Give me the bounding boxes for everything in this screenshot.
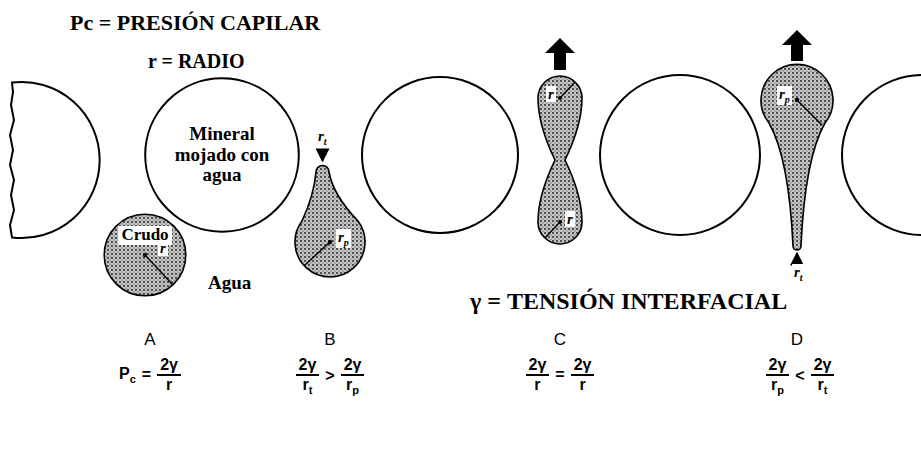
grain-partial — [842, 75, 921, 235]
formula-symbol: r — [346, 376, 352, 393]
radius-symbol: r — [794, 264, 800, 280]
fraction-numerator: 2γ — [811, 356, 835, 374]
fraction-bar — [341, 374, 365, 376]
formula-subscript: p — [352, 384, 359, 396]
leader-arrow — [796, 253, 798, 263]
center-dot — [558, 220, 562, 224]
leader-arrow — [322, 149, 324, 161]
fraction-bar — [526, 374, 550, 376]
oil-drop — [761, 64, 833, 250]
fraction: 2γ r — [526, 356, 550, 394]
radius-subscript: p — [785, 94, 790, 105]
fraction-numerator: 2γ — [296, 356, 320, 374]
fraction: 2γ rp — [766, 356, 790, 397]
grain — [600, 75, 760, 235]
radius-label: rp — [336, 229, 351, 248]
radius-label: rt — [792, 264, 805, 283]
formula-operator: > — [325, 367, 334, 385]
case-letter: B — [324, 330, 335, 350]
legend-note: Pc = PRESIÓN CAPILAR — [70, 10, 320, 35]
formula-subscript: p — [777, 384, 784, 396]
oil-drop — [295, 166, 365, 277]
formula: 2γrp<2γrt — [766, 356, 835, 397]
fraction-denominator: rt — [302, 376, 312, 397]
grain-partial — [10, 82, 100, 238]
case-letter: C — [554, 330, 566, 350]
oil-droplet: Crudo — [103, 213, 187, 297]
center-dot — [795, 98, 799, 102]
grain — [362, 77, 518, 233]
radius-subscript: t — [324, 136, 327, 147]
fraction-denominator: r — [534, 376, 540, 394]
radius-symbol: r — [160, 240, 166, 256]
radius-line — [545, 222, 560, 238]
fraction: 2γ rp — [341, 356, 365, 397]
radius-symbol: r — [338, 229, 344, 245]
radius-symbol: r — [548, 86, 554, 102]
formula: 2γ r = 2γ r — [526, 356, 595, 394]
fraction-numerator: 2γ — [157, 356, 181, 374]
fluid-label: Agua — [208, 272, 251, 294]
fraction-bar — [296, 374, 320, 376]
formula-symbol: r — [302, 376, 308, 393]
radius-label: rt — [316, 128, 329, 147]
radius-line — [560, 82, 575, 98]
radius-subscript: p — [344, 237, 349, 248]
movement-arrow — [545, 38, 575, 70]
formula-symbol: r — [166, 376, 172, 393]
grain-label: Mineral mojado con agua — [160, 124, 284, 187]
fraction: 2γ rt — [811, 356, 835, 397]
fraction-bar — [571, 374, 595, 376]
fraction-bar — [811, 374, 835, 376]
movement-arrow — [782, 30, 812, 61]
formula-symbol: r — [771, 376, 777, 393]
fraction: 2γ r — [157, 356, 181, 394]
center-dot — [558, 96, 562, 100]
radius-line — [797, 100, 822, 125]
formula-term: Pc — [119, 365, 136, 386]
formula-symbol: r — [818, 376, 824, 393]
formula-operator: < — [795, 367, 804, 385]
fraction: 2γ r — [571, 356, 595, 394]
fraction-bar — [157, 374, 181, 376]
fraction-denominator: rp — [771, 376, 784, 397]
formula-symbol: r — [579, 376, 585, 393]
formula: Pc = 2γ r — [119, 356, 181, 394]
radius-symbol: r — [318, 128, 324, 144]
case-letter: D — [791, 330, 803, 350]
formula-operator: = — [555, 366, 564, 384]
fraction-denominator: r — [579, 376, 585, 394]
fraction-denominator: rt — [818, 376, 828, 397]
center-dot — [328, 240, 332, 244]
fraction-denominator: r — [166, 376, 172, 394]
fraction-numerator: 2γ — [766, 356, 790, 374]
fraction-numerator: 2γ — [571, 356, 595, 374]
fraction-numerator: 2γ — [526, 356, 550, 374]
fraction-bar — [766, 374, 790, 376]
fraction: 2γ rt — [296, 356, 320, 397]
oil-drop — [538, 76, 582, 244]
formula: 2γrt>2γrp — [296, 356, 365, 397]
formula-symbol: r — [534, 376, 540, 393]
radius-symbol: r — [567, 211, 573, 227]
formula-subscript: c — [130, 373, 136, 385]
radius-symbol: r — [779, 86, 785, 102]
formula-operator: = — [142, 366, 151, 384]
radius-subscript: t — [800, 272, 803, 283]
formula-symbol: P — [119, 365, 130, 382]
legend-note: γ = TENSIÓN INTERFACIAL — [470, 288, 787, 316]
radius-label: rp — [777, 86, 792, 105]
case-letter: A — [144, 330, 155, 350]
radius-label: r — [546, 86, 556, 102]
formula-subscript: t — [824, 384, 828, 396]
fraction-denominator: rp — [346, 376, 359, 397]
legend-note: r = RADIO — [148, 50, 245, 73]
fraction-numerator: 2γ — [341, 356, 365, 374]
formula-subscript: t — [309, 384, 313, 396]
mineral-grain: Mineral mojado con agua — [144, 77, 300, 233]
radius-label: r — [565, 211, 575, 227]
radius-label: r — [158, 240, 168, 256]
radius-line — [305, 242, 330, 265]
